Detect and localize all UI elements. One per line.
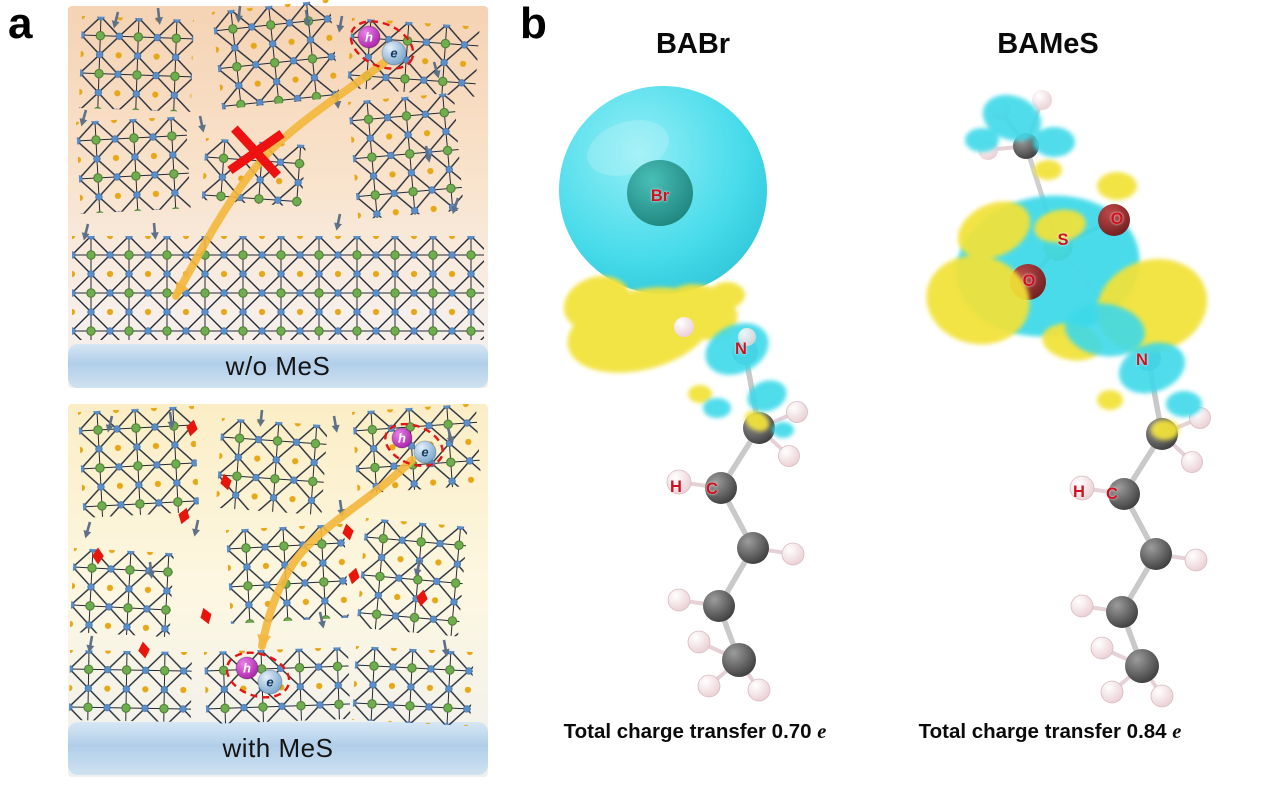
caption-without-mes: w/o MeS [225,351,331,381]
panel-a-label: a [8,0,33,48]
molecule-title-babr: BABr [655,28,731,60]
perovskite-grain [212,0,340,110]
perovskite-grain [77,405,200,518]
perovskite-grain [69,548,174,638]
atom-label-o-left: O [1022,271,1036,290]
hole-label: h [243,660,251,676]
perovskite-grain [72,236,484,340]
perovskite-grain [348,92,464,220]
atom-label-c: C [1106,484,1118,503]
caption-unit: e [1172,721,1182,743]
oxygen-atom [1098,204,1130,236]
hydrogen-atom [738,328,756,346]
atom-label-o-right: O [1110,209,1124,228]
blocked-cross-icon [227,125,285,179]
hole-icon [391,427,413,449]
atom-label-c: C [706,479,718,498]
hydrogen-atom [1032,90,1052,110]
sphere-highlight [587,120,669,176]
electron-label: e [421,444,429,460]
electron-icon [257,669,283,695]
bromine-atom [627,160,693,226]
molecule-title-bames: BAMeS [997,28,1099,60]
hole-label: h [365,29,373,45]
hole-icon [357,25,381,49]
perovskite-grain [68,650,192,723]
hole-label: h [398,430,406,446]
electron-label: e [266,674,274,690]
atom-label-h: H [670,477,682,496]
electron-label: e [390,45,398,61]
carrier-pair [225,651,291,699]
molecule-babr [559,86,807,701]
atom-label-h: H [1073,482,1085,501]
panel-a-with-mes [68,403,488,777]
hole-icon [235,656,259,680]
atom-label-br: Br [650,186,670,205]
atom-label-n: N [735,339,747,358]
charge-transfer-caption-bames: Total charge transfer 0.84 e [878,720,1222,744]
perovskite-grain [356,518,468,637]
caption-unit: e [817,721,827,743]
molecule-bames [926,90,1219,707]
charge-transfer-caption-babr: Total charge transfer 0.70 e [523,720,867,744]
panel-b-label: b [520,0,547,48]
panel-a-without-mes [68,0,488,388]
perovskite-grain [352,646,474,727]
perovskite-grain [215,418,328,516]
substrate-strip [68,722,488,775]
charge-transport-path [258,456,416,650]
substrate-strip [68,344,488,388]
electron-icon [381,40,407,66]
exciton-dashed-circle [349,20,415,70]
atom-label-s: S [1057,230,1069,249]
carrier-pair [349,20,415,70]
electron-icon [413,440,437,464]
exciton-dashed-circle [225,651,291,699]
hydrogen-atom [674,317,694,337]
caption-text: Total charge transfer 0.70 [563,720,812,743]
charge-transport-path [172,54,394,300]
caption-text: Total charge transfer 0.84 [918,720,1167,743]
perovskite-grain [78,16,194,112]
caption-with-mes: with MeS [222,733,334,763]
cyan-isosurface-lobes [965,94,1202,417]
atom-label-n: N [1136,350,1148,369]
perovskite-grain [76,116,191,214]
